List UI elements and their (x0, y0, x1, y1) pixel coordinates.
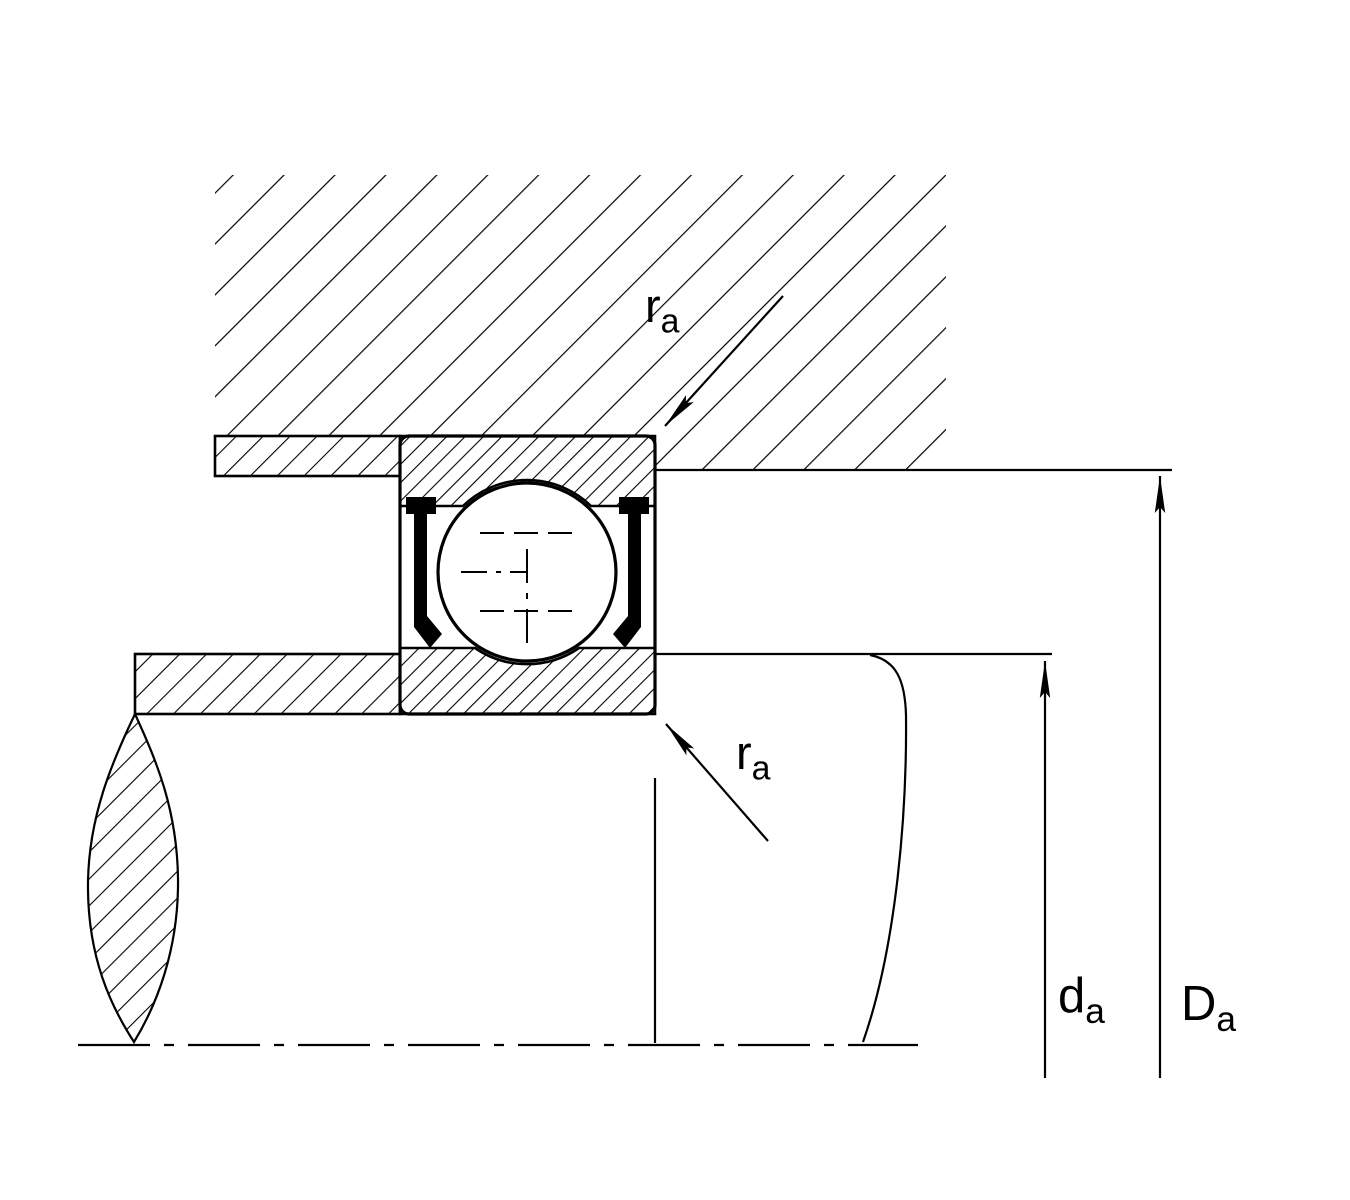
bearing-inner-ring (398, 646, 657, 716)
leader-ra-bottom (665, 723, 769, 842)
shaft-contour-right (653, 653, 908, 1043)
label-ra-bottom: ra (736, 729, 770, 786)
ball-centerlines (461, 532, 575, 653)
seal-left (406, 497, 442, 648)
label-Da-base: D (1181, 977, 1217, 1031)
label-ra-bottom-base: r (736, 726, 752, 779)
label-ra-bottom-sub: a (751, 749, 771, 788)
label-da: da (1058, 972, 1105, 1029)
housing-cover-strip (213, 434, 402, 478)
housing-section (215, 175, 946, 470)
bearing-outline (398, 434, 657, 716)
leader-ra-top (664, 295, 784, 427)
label-ra-top: ra (645, 282, 679, 339)
label-Da-sub: a (1216, 999, 1237, 1039)
label-da-base: d (1058, 969, 1086, 1023)
bearing-outer-ring (398, 434, 657, 508)
shaft-relief-section (86, 711, 180, 1045)
shaft-shoulder-strip (133, 652, 402, 716)
label-da-sub: a (1085, 991, 1105, 1031)
seal-right (613, 497, 649, 648)
bearing-section (398, 434, 657, 716)
label-ra-top-base: r (645, 279, 661, 332)
label-ra-top-sub: a (660, 302, 680, 341)
label-Da: Da (1181, 980, 1236, 1037)
